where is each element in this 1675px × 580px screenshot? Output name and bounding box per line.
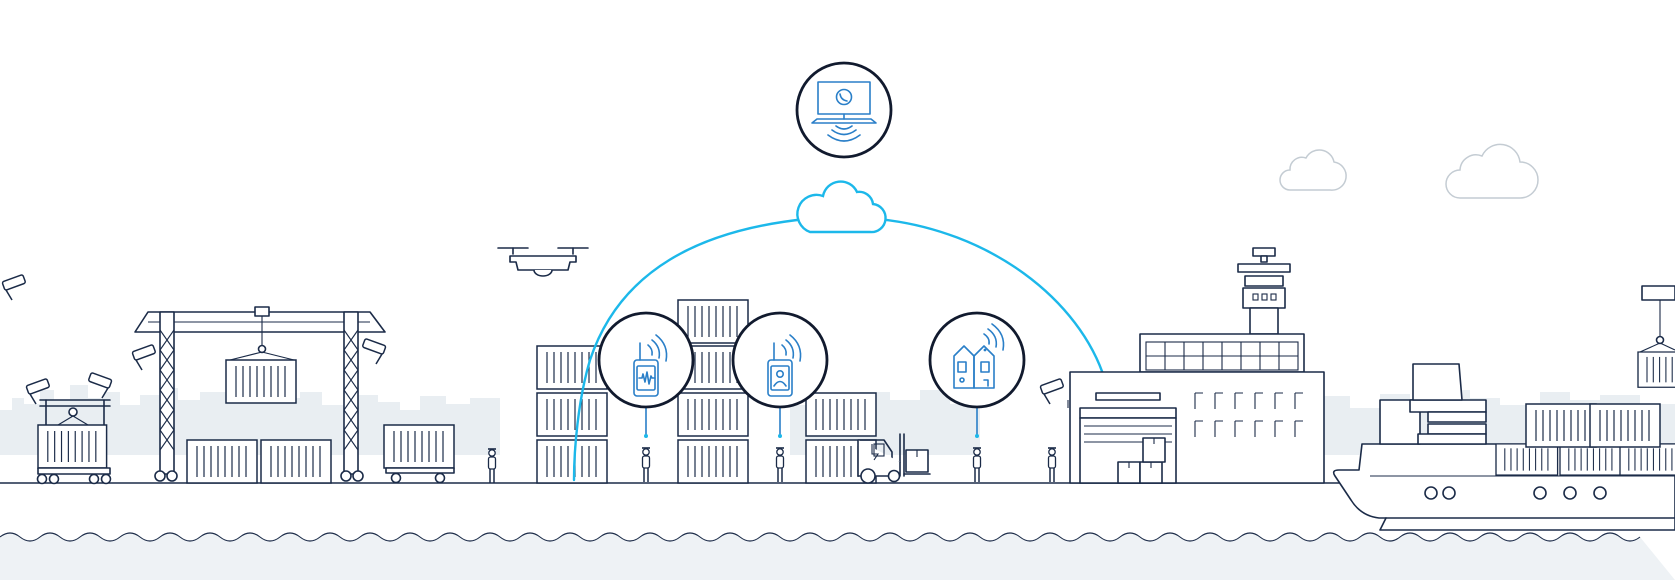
cloud-icon-decorative-1 [1279, 149, 1347, 191]
container-trailer [383, 424, 455, 484]
sea [0, 532, 1675, 580]
worker-5 [1047, 447, 1057, 483]
smartphone-terminal[interactable] [928, 311, 1026, 409]
drone [497, 247, 589, 277]
computer-phone-icon [811, 81, 877, 142]
dispatcher-console[interactable] [795, 61, 893, 159]
container-stacks [536, 299, 877, 484]
cloud-icon [796, 180, 887, 234]
worker-2 [641, 447, 651, 483]
smartphone-pair-icon [953, 323, 1005, 389]
forklift [857, 433, 931, 484]
straddle-carrier [25, 371, 113, 485]
worker-3 [775, 447, 785, 483]
security-camera-icon-2 [1039, 377, 1065, 405]
walkie-talkie-person-icon [767, 334, 802, 397]
worker-4 [972, 447, 982, 483]
port-warehouse-control-tower [1069, 247, 1325, 484]
gantry-crane [131, 306, 387, 484]
walkie-talkie-waveform-icon [633, 334, 668, 397]
two-way-radio-voice[interactable] [597, 311, 695, 409]
cloud-icon-decorative-2 [1445, 143, 1539, 199]
two-way-radio-user[interactable] [731, 311, 829, 409]
cargo-ship [1332, 285, 1675, 531]
worker-1 [487, 448, 497, 484]
security-camera-icon [1, 273, 27, 301]
